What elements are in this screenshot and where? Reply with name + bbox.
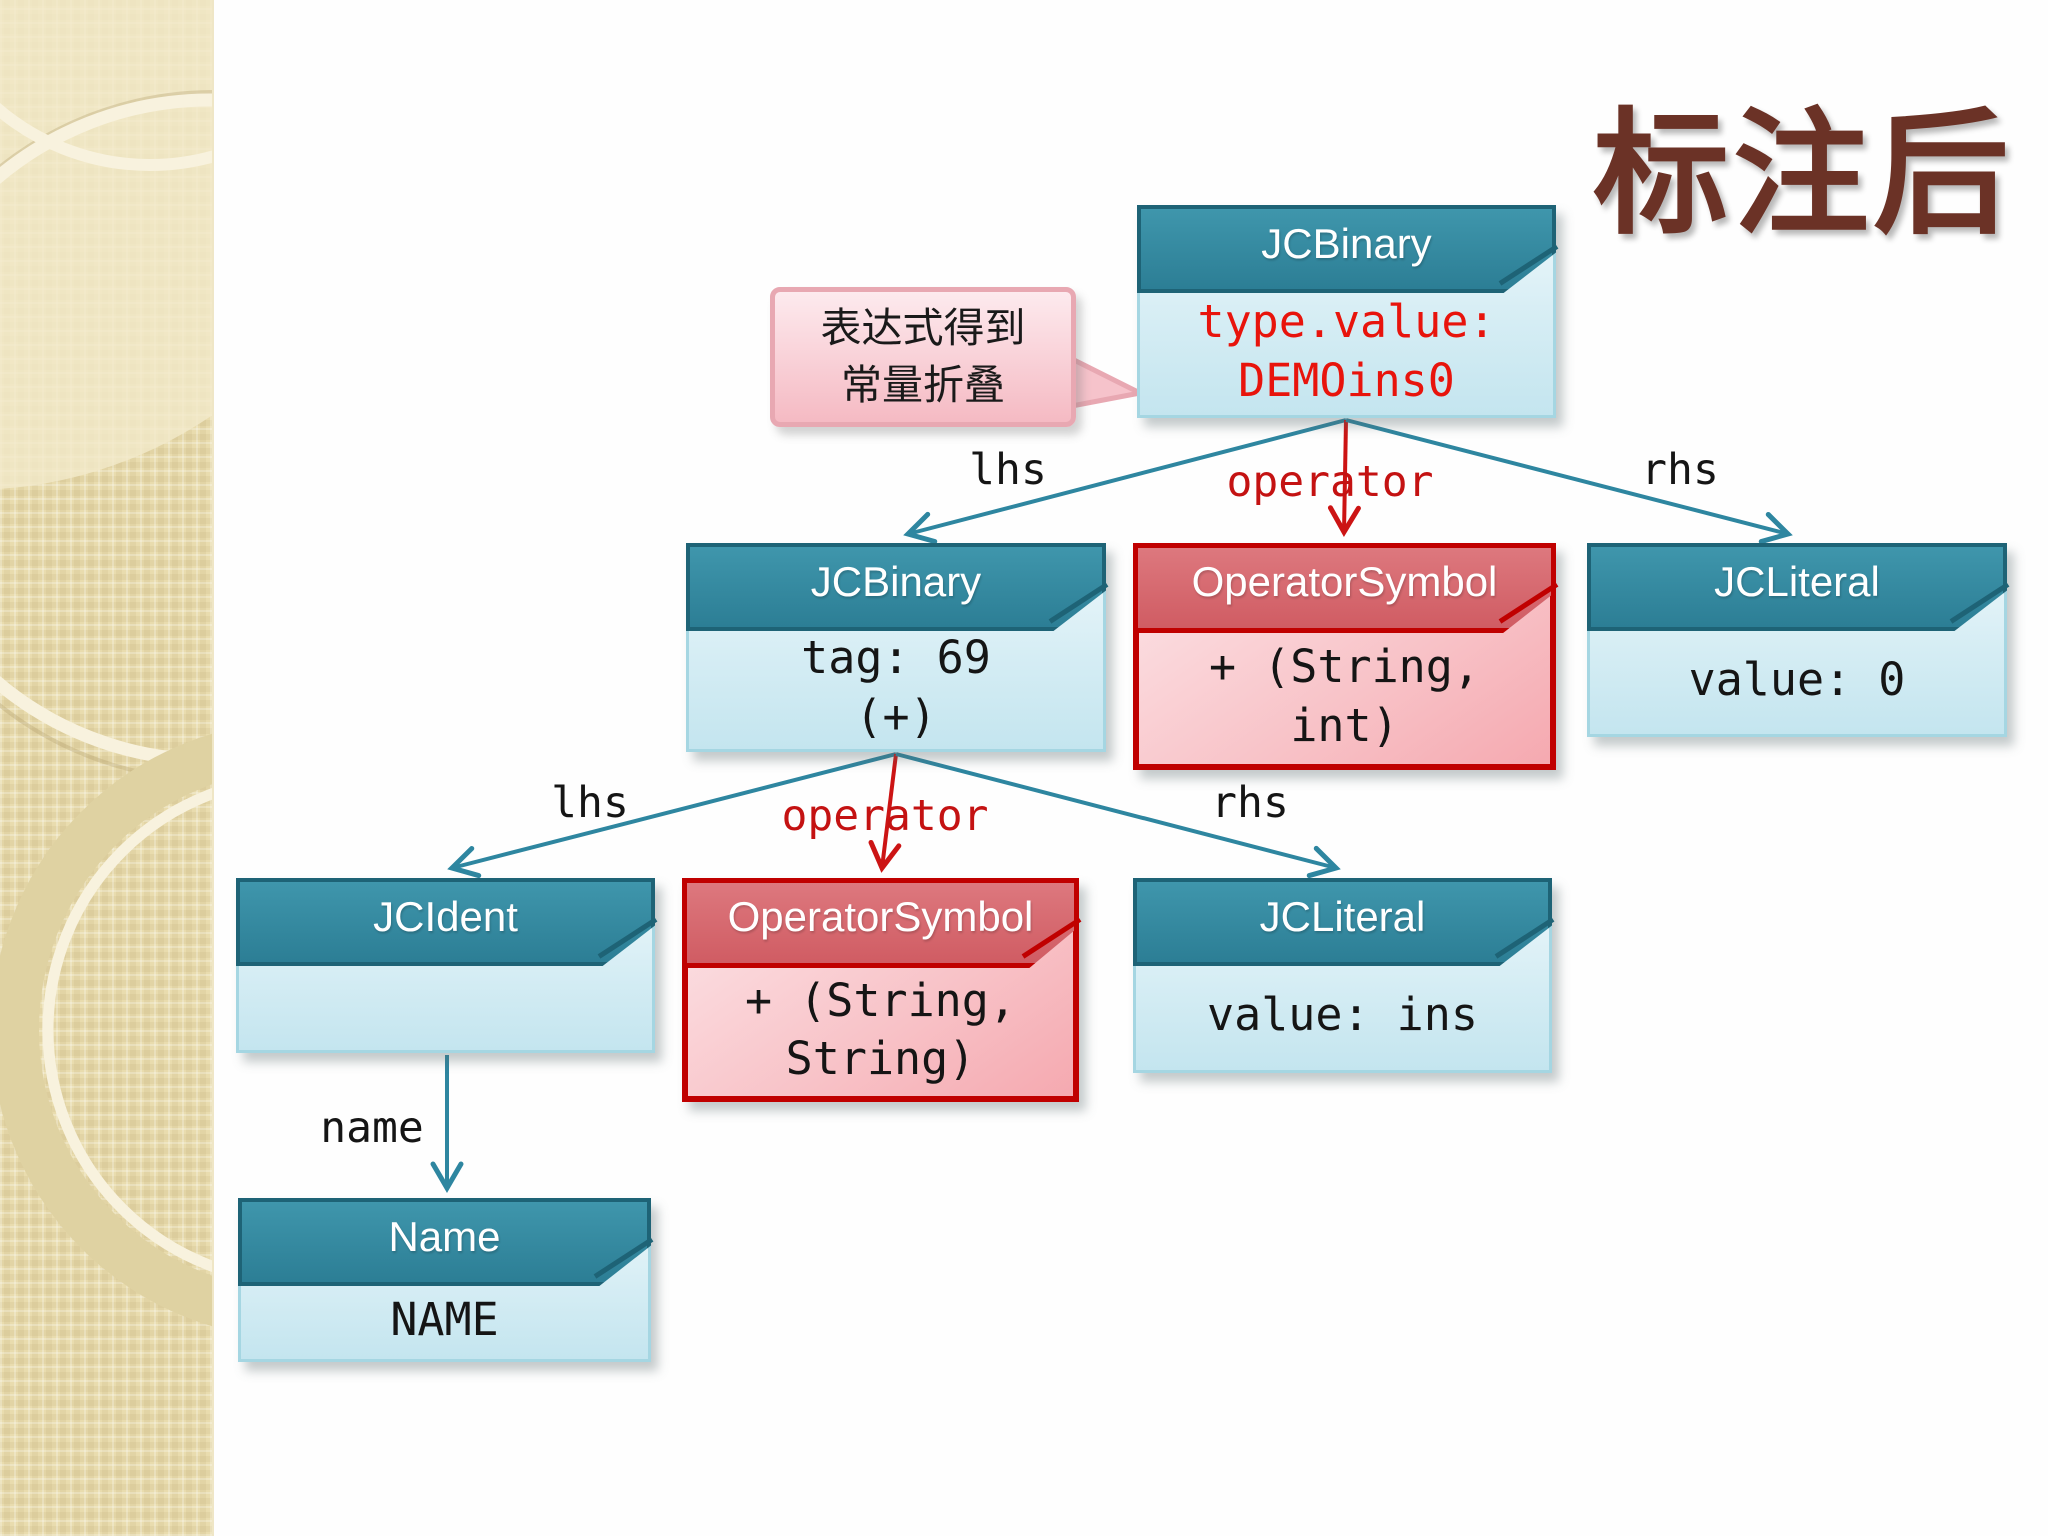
node-header-panel bbox=[236, 878, 655, 966]
node-literal1-jcliteral: JCLiteral value: 0 bbox=[1587, 543, 2010, 737]
node-title: JCIdent bbox=[373, 893, 518, 940]
edge-label-binary2-operator: operator bbox=[781, 791, 989, 841]
callout-text: 表达式得到 常量折叠 bbox=[820, 304, 1026, 408]
node-opsym1-operatorsymbol: OperatorSymbol + (String, int) bbox=[1133, 543, 1559, 770]
edge-binary2-rhs bbox=[895, 752, 1341, 879]
node-header-panel bbox=[1133, 878, 1552, 966]
node-title: JCLiteral bbox=[1259, 893, 1426, 940]
sidebar-circles-graphic bbox=[0, 0, 212, 1327]
node-body-text: + (String, int) bbox=[1209, 640, 1480, 752]
node-header-panel bbox=[238, 1198, 651, 1286]
node-literal2-jcliteral: JCLiteral value: ins bbox=[1133, 878, 1555, 1073]
edge-label-binary2-lhs: lhs bbox=[551, 778, 629, 828]
node-body-text: + (String, String) bbox=[745, 973, 1016, 1086]
node-header-panel bbox=[1587, 543, 2007, 631]
node-body-text: type.value: DEMOins0 bbox=[1197, 295, 1496, 407]
edge-root-operator bbox=[1327, 419, 1361, 537]
node-name: Name NAME bbox=[238, 1198, 654, 1362]
edge-binary2-operator bbox=[868, 753, 902, 873]
node-body-text: value: 0 bbox=[1688, 652, 1906, 706]
node-title: JCLiteral bbox=[1714, 558, 1880, 605]
node-root-jcbinary: JCBinary type.value: DEMOins0 bbox=[1137, 205, 1559, 418]
node-binary2-jcbinary: JCBinary tag: 69 (+) bbox=[686, 543, 1109, 752]
edge-label-ident-name: name bbox=[320, 1103, 424, 1153]
node-ident-jcident: JCIdent bbox=[236, 878, 658, 1053]
node-opsym2-operatorsymbol: OperatorSymbol + (String, String) bbox=[682, 878, 1082, 1102]
page-title: 标注后 bbox=[1593, 98, 2013, 250]
node-title: Name bbox=[388, 1213, 501, 1260]
node-title: OperatorSymbol bbox=[727, 893, 1034, 940]
sidebar-decoration bbox=[0, 0, 214, 1536]
node-body-text: NAME bbox=[390, 1292, 499, 1346]
edge-root-lhs bbox=[903, 418, 1347, 545]
node-body-text: value: ins bbox=[1207, 988, 1478, 1042]
node-header-panel bbox=[1137, 205, 1556, 293]
callout-bubble: 表达式得到 常量折叠 bbox=[770, 287, 1076, 427]
node-header-panel bbox=[1133, 543, 1556, 633]
edge-label-binary2-rhs: rhs bbox=[1211, 778, 1289, 828]
node-body-text bbox=[236, 958, 655, 1053]
edge-label-root-rhs: rhs bbox=[1641, 445, 1719, 495]
node-title: JCBinary bbox=[810, 558, 982, 605]
node-header-panel bbox=[682, 878, 1079, 968]
edge-binary2-lhs bbox=[447, 752, 897, 879]
edge-root-rhs bbox=[1345, 418, 1793, 545]
edge-label-root-lhs: lhs bbox=[969, 445, 1047, 495]
node-header-panel bbox=[686, 543, 1106, 631]
edge-label-root-operator: operator bbox=[1226, 457, 1434, 507]
node-title: OperatorSymbol bbox=[1191, 558, 1498, 605]
node-title: JCBinary bbox=[1261, 220, 1432, 267]
node-body-text: tag: 69 (+) bbox=[801, 631, 991, 743]
